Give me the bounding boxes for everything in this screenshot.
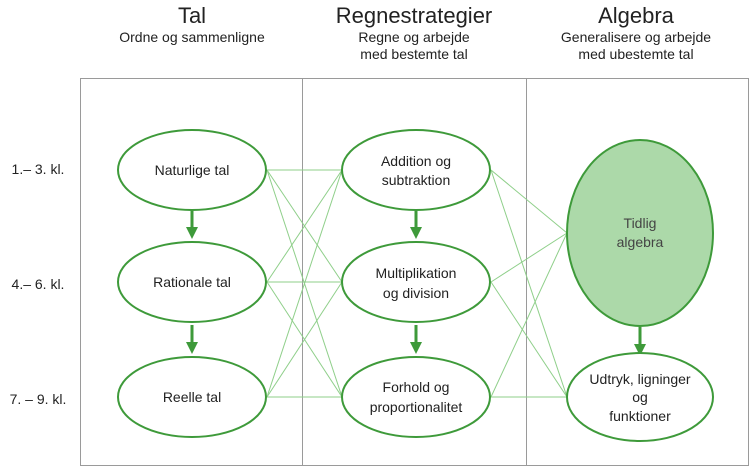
column-title-algebra: Algebra (598, 3, 674, 28)
column-subtitle-regnestrategier-line2: med bestemte tal (360, 46, 468, 62)
row-label-7-9: 7. – 9. kl. (9, 391, 67, 407)
node-addition-line2: subtraktion (382, 172, 450, 188)
node-addition-subtraktion: Addition og subtraktion (341, 129, 491, 211)
row-label-1-3: 1.– 3. kl. (11, 161, 65, 177)
column-subtitle-algebra-line1: Generalisere og arbejde (560, 29, 712, 45)
column-title-tal: Tal (177, 3, 207, 28)
node-tidlig-line1: Tidlig (624, 215, 657, 231)
node-reelle-tal: Reelle tal (117, 356, 267, 438)
column-subtitle-algebra-line2: med ubestemte tal (578, 46, 694, 62)
node-udtryk-line2: og (632, 389, 648, 405)
node-forhold-line1: Forhold og (383, 379, 450, 395)
row-label-4-6: 4.– 6. kl. (11, 276, 65, 292)
node-tidlig-algebra: Tidlig algebra (566, 139, 714, 327)
column-title-regnestrategier: Regnestrategier (335, 3, 493, 28)
connectors-tal-regnestrategier (266, 169, 343, 398)
node-multiplikation-line2: og division (383, 285, 449, 301)
node-multiplikation-line1: Multiplikation (376, 265, 457, 281)
progression-arrows (186, 211, 646, 356)
node-udtryk-ligninger-funktioner: Udtryk, ligninger og funktioner (566, 352, 714, 442)
node-rationale-tal: Rationale tal (117, 241, 267, 323)
column-subtitle-tal: Ordne og sammenligne (119, 29, 265, 45)
node-naturlige-tal-label: Naturlige tal (155, 162, 230, 178)
node-multiplikation-division: Multiplikation og division (341, 241, 491, 323)
node-forhold-line2: proportionalitet (370, 399, 463, 415)
node-addition-line1: Addition og (381, 153, 451, 169)
diagram-frame (80, 78, 749, 466)
node-reelle-tal-label: Reelle tal (163, 389, 221, 405)
node-forhold-proportionalitet: Forhold og proportionalitet (341, 356, 491, 438)
connectors-regnestrategier-algebra (490, 169, 568, 398)
node-udtryk-line3: funktioner (609, 408, 671, 424)
node-tidlig-line2: algebra (617, 234, 664, 250)
node-udtryk-line1: Udtryk, ligninger (589, 371, 690, 387)
column-subtitle-regnestrategier-line1: Regne og arbejde (358, 29, 470, 45)
node-naturlige-tal: Naturlige tal (117, 129, 267, 211)
node-rationale-tal-label: Rationale tal (153, 274, 231, 290)
